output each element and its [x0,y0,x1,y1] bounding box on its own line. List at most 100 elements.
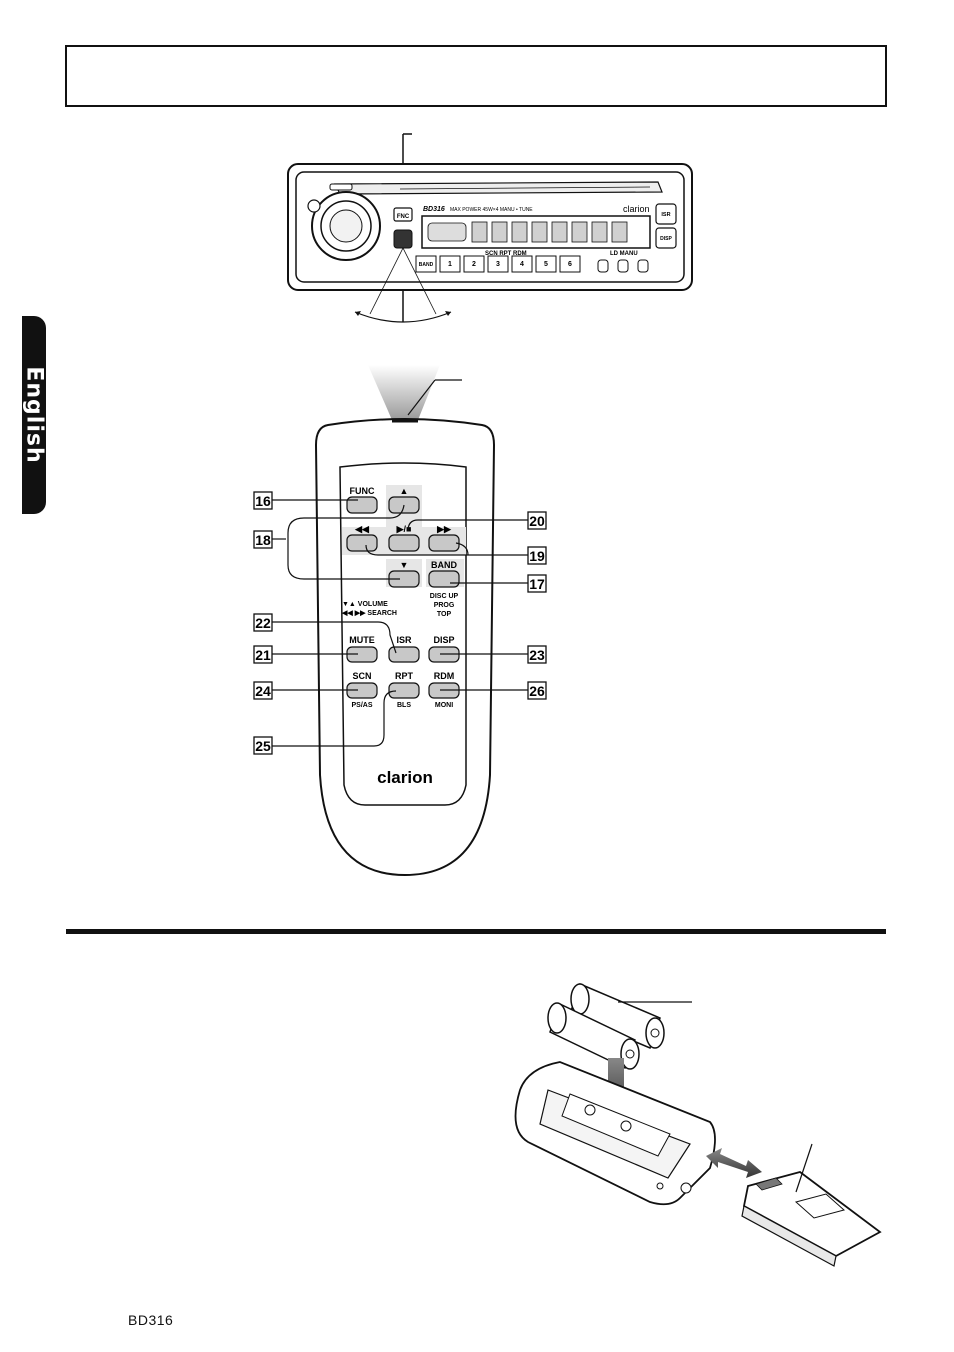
callout-19: 19 [365,542,547,565]
remote-brand-logo: clarion [377,768,433,787]
callout-26: 26 [440,681,547,700]
lcd-segment [531,221,548,243]
disp-button: DISP [428,635,460,663]
play-pause-button: ▶/■ [388,524,420,552]
lcd-segment [471,221,488,243]
fast-forward-button: ▶▶ [428,524,460,552]
preset-button [535,255,557,273]
batteries [547,982,692,1070]
band-sub-label-1: DISC UP [430,593,459,600]
unit-disp-label: DISP [660,236,672,242]
callout-23: 23 [440,645,547,664]
language-tab: English [21,316,47,514]
model-label: BD316 [423,206,445,213]
battery-replacement-illustration [514,982,882,1267]
svg-text:16: 16 [255,493,271,509]
rewind-button: ◀◀ [346,524,378,552]
band-button-label: BAND [431,560,457,570]
rpt-sub-label: BLS [397,702,411,709]
func-button-label: FNC [397,214,410,220]
preset-button-label: 3 [496,261,500,268]
rdm-sub-label: MONI [435,702,453,709]
preset-button-label: 5 [544,261,548,268]
svg-text:21: 21 [255,647,271,663]
volume-legend: ▼▲ VOLUME [342,601,388,608]
rpt-button: RPT [388,671,420,699]
mute-button-label: MUTE [349,635,375,645]
title-box [65,45,887,107]
preset-button [559,255,581,273]
svg-text:19: 19 [529,548,545,564]
callout-20: 20 [407,511,547,532]
reception-angle-arc [354,311,452,323]
isr-button-label: ISR [396,635,412,645]
scn-button: SCN [346,671,378,699]
feature-line: MAX POWER 45W×4 MANU • TUNE [450,207,533,213]
callout-24: 24 [253,681,358,700]
unit-brand-logo: clarion [623,204,650,214]
search-legend: ◀◀ ▶▶ SEARCH [341,610,397,617]
battery-cover [741,1143,882,1267]
rpt-button-label: RPT [395,671,414,681]
lcd-right-label: LD MANU [610,251,638,257]
lcd-segment [511,221,528,243]
head-unit-illustration: FNC BD316 MAX POWER 45W×4 MANU • TUNE cl… [287,133,693,323]
lcd-segments [471,221,628,243]
remote-sensor [393,229,413,249]
band-sub-label-2: PROG [434,602,455,609]
preset-button-label: 6 [568,261,572,268]
remote-control-illustration: FUNC ▲ ◀◀ ▶/■ ▶▶ ▼ BAND DISC UP PROG TOP… [253,365,547,877]
preset-button [463,255,485,273]
slide-arrow [706,1148,762,1178]
svg-text:24: 24 [255,683,271,699]
lcd-segment [571,221,588,243]
unit-band-label: BAND [419,262,434,268]
lcd-segment [611,221,628,243]
svg-text:23: 23 [529,647,545,663]
rewind-button-label: ◀◀ [354,524,370,534]
lcd-segment [591,221,608,243]
svg-text:18: 18 [255,532,271,548]
func-button-label: FUNC [350,486,375,496]
preset-button [439,255,461,273]
mute-button: MUTE [346,635,378,663]
callout-18: 18 [253,504,405,580]
play-pause-button-label: ▶/■ [396,524,412,534]
language-tab-label: English [21,366,47,464]
power-button [307,199,321,213]
isr-button: ISR [388,635,420,663]
svg-text:22: 22 [255,615,271,631]
footer-model: BD316 [128,1312,174,1328]
callout-16: 16 [253,491,358,510]
svg-text:20: 20 [529,513,545,529]
fast-forward-button-label: ▶▶ [436,524,452,534]
callout-21: 21 [253,645,358,664]
rdm-button-label: RDM [434,671,455,681]
unit-isr-label: ISR [661,212,670,218]
callout-22: 22 [253,613,397,654]
preset-button [487,255,509,273]
preset-button [511,255,533,273]
ir-beam [368,365,440,420]
up-button-label: ▲ [400,486,409,496]
disp-button-label: DISP [433,635,454,645]
lcd-segment [551,221,568,243]
callout-17: 17 [450,574,547,593]
preset-button-label: 2 [472,261,476,268]
remote-back-open [514,1061,716,1206]
svg-text:17: 17 [529,576,545,592]
svg-text:25: 25 [255,738,271,754]
callout-25: 25 [253,690,397,755]
down-button-label: ▼ [400,560,409,570]
lcd-flags: SCN RPT RDM [485,251,527,257]
preset-button-label: 4 [520,261,524,268]
section-rule [66,929,886,934]
scn-sub-label: PS/AS [351,702,372,709]
func-button: FUNC [346,486,378,514]
preset-buttons: 1 2 3 4 5 6 [439,255,581,273]
scn-button-label: SCN [352,671,371,681]
band-sub-label-3: TOP [437,611,452,618]
release-button [329,183,353,191]
svg-text:26: 26 [529,683,545,699]
preset-button-label: 1 [448,261,452,268]
